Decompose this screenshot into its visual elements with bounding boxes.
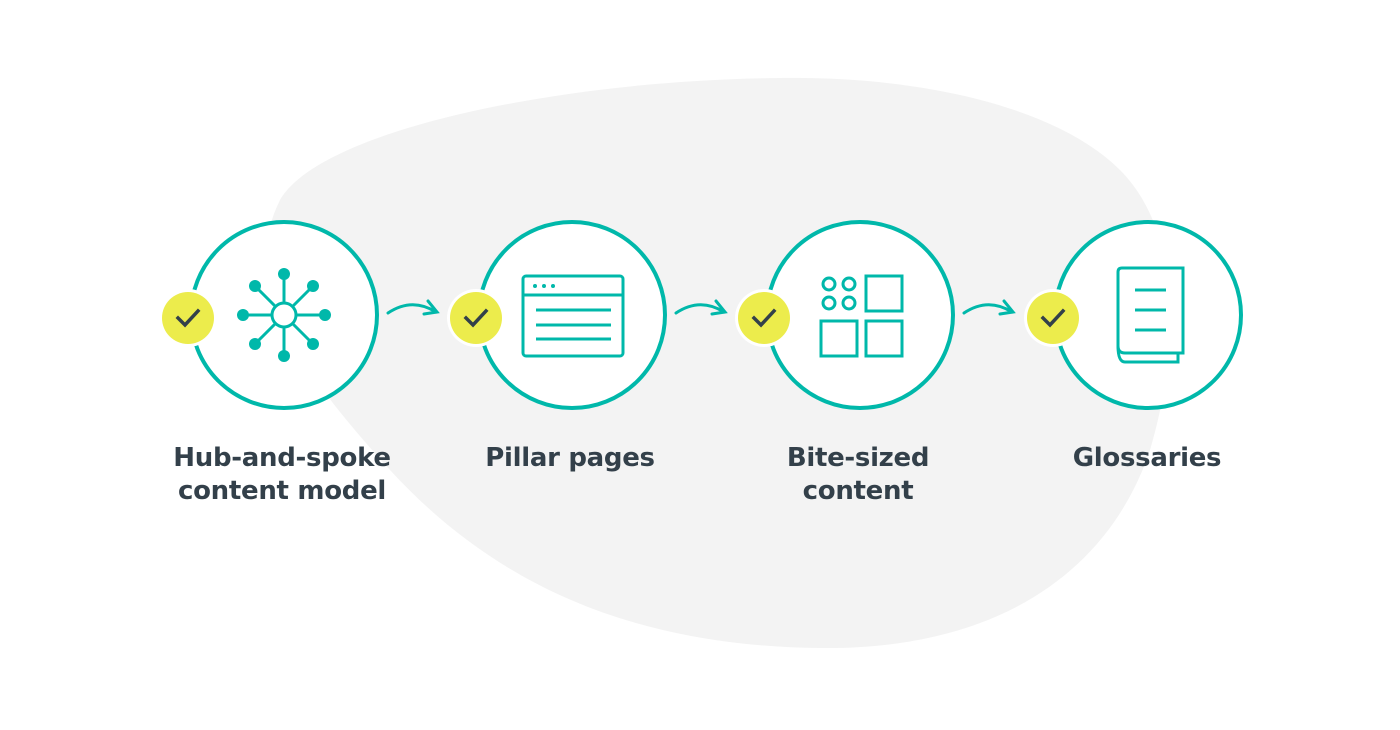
grid-tiles-icon	[819, 274, 904, 358]
step-glossaries	[1024, 220, 1243, 410]
step-circle	[1053, 220, 1243, 410]
checkmark-icon	[751, 308, 777, 328]
checkmark-icon	[463, 308, 489, 328]
step-pillar-pages	[447, 220, 667, 410]
label-line-2: content model	[177, 476, 387, 506]
step-label-glossaries: Glossaries	[1007, 442, 1287, 475]
completed-badge	[159, 289, 217, 347]
checkmark-icon	[1040, 308, 1066, 328]
book-icon	[1116, 266, 1185, 364]
step-bite-sized-content	[735, 220, 955, 410]
completed-badge	[447, 289, 505, 347]
label-line-1: Glossaries	[1072, 443, 1222, 473]
curved-arrow-icon	[386, 299, 440, 316]
label-line-1: Pillar pages	[485, 443, 655, 473]
checkmark-icon	[175, 308, 201, 328]
completed-badge	[1024, 289, 1082, 347]
label-line-1: Hub-and-spoke	[173, 443, 391, 473]
background-blob	[266, 77, 1171, 649]
step-label-pillar-pages: Pillar pages	[430, 442, 710, 475]
step-circle	[477, 220, 667, 410]
browser-window-icon	[521, 274, 625, 358]
hub-spoke-network-icon	[237, 268, 331, 362]
curved-arrow-icon	[674, 299, 728, 316]
step-label-hub-and-spoke: Hub-and-spoke content model	[142, 442, 422, 508]
label-line-1: Bite-sized	[786, 443, 930, 473]
curved-arrow-icon	[962, 299, 1016, 316]
step-label-bite-sized-content: Bite-sized content	[718, 442, 998, 508]
completed-badge	[735, 289, 793, 347]
label-line-2: content	[802, 476, 914, 506]
step-circle	[765, 220, 955, 410]
step-hub-and-spoke	[159, 220, 379, 410]
